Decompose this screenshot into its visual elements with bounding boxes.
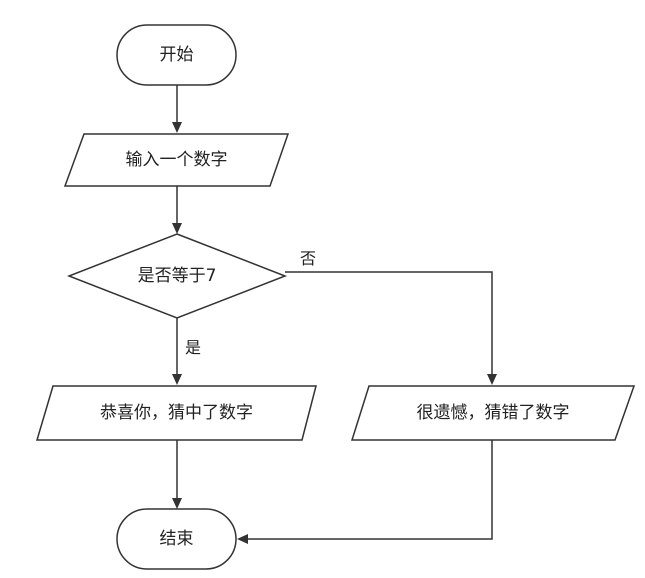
edge-start-to-input [172, 85, 182, 133]
edge-decision-to-failure [285, 271, 497, 385]
node-success: 恭喜你，猜中了数字 [35, 385, 317, 441]
edge-decision-to-success [172, 318, 182, 385]
edge-failure-to-end [237, 440, 493, 544]
node-input-label: 输入一个数字 [126, 150, 228, 170]
node-decision: 是否等于7 [66, 233, 288, 319]
edge-success-to-end [172, 440, 182, 509]
node-success-label: 恭喜你，猜中了数字 [100, 403, 253, 423]
node-end-label: 结束 [160, 529, 194, 549]
edge-label-yes: 是 [185, 338, 201, 357]
edge-input-to-decision [172, 186, 182, 234]
node-end: 结束 [116, 508, 237, 570]
node-start: 开始 [116, 24, 237, 86]
node-decision-label: 是否等于7 [138, 266, 217, 286]
edge-label-no: 否 [300, 249, 316, 268]
node-failure: 很遗憾，猜错了数字 [350, 385, 636, 441]
node-input: 输入一个数字 [63, 133, 290, 187]
node-failure-label: 很遗憾，猜错了数字 [417, 403, 570, 423]
node-start-label: 开始 [160, 45, 194, 65]
